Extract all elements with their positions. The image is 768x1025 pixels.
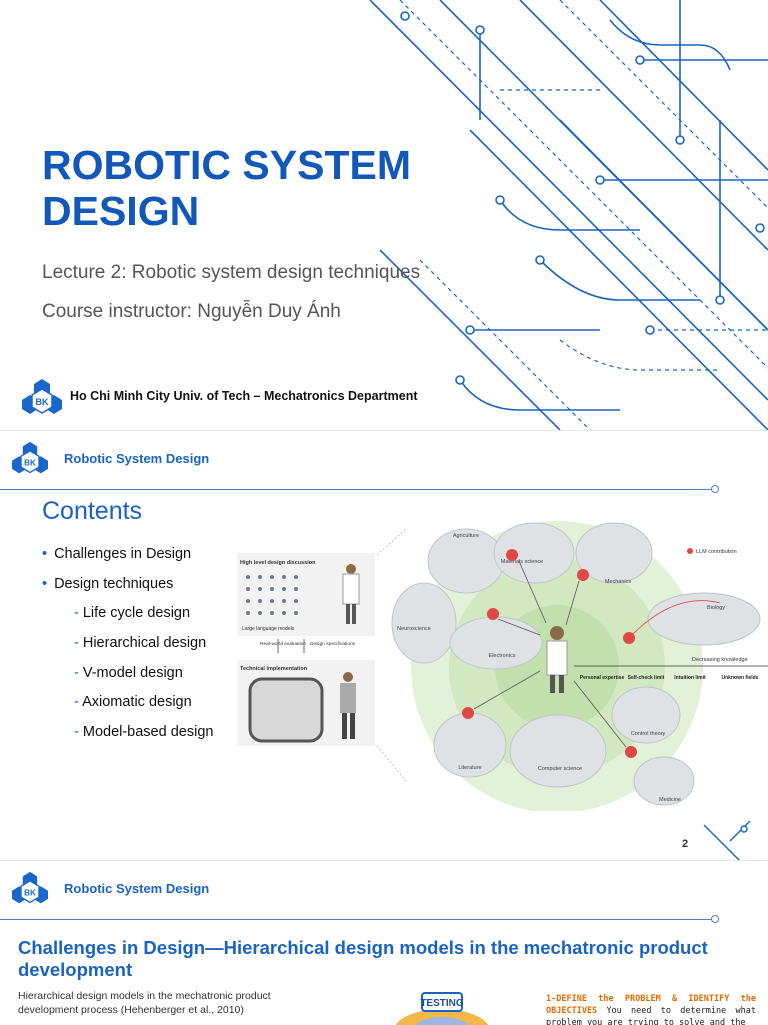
svg-text:Self-check limit: Self-check limit <box>628 675 665 681</box>
bk-logo: BK <box>10 871 50 907</box>
bubble-mechanics <box>575 522 653 584</box>
list-item: Model-based design <box>42 721 214 751</box>
svg-text:Computer science: Computer science <box>538 766 582 772</box>
svg-text:Materials science: Materials science <box>501 559 544 565</box>
testing-graphic: TESTING <box>395 992 489 1025</box>
robot-cell-box <box>248 677 324 743</box>
circuit-corner-decoration <box>703 821 751 861</box>
presentation-title: ROBOTIC SYSTEM DESIGN <box>42 142 412 234</box>
svg-text:Neuroscience: Neuroscience <box>397 626 431 632</box>
llm-contribution-dots <box>462 549 637 758</box>
scientist-figure <box>342 564 360 624</box>
bubble-materials <box>493 522 575 584</box>
bubble-computer-science <box>509 714 607 788</box>
page-number: 2 <box>682 838 689 850</box>
bubble-biology <box>647 592 761 646</box>
instructor-line: Course instructor: Nguyễn Duy Ánh <box>42 301 341 322</box>
svg-text:Technical implementation: Technical implementation <box>240 666 308 672</box>
svg-text:BK: BK <box>24 458 36 467</box>
header-rule-dot <box>711 915 719 923</box>
bk-logo: BK <box>20 378 64 418</box>
challenges-slide: BK Robotic System Design Challenges in D… <box>0 860 768 1025</box>
svg-text:BK: BK <box>24 888 36 897</box>
svg-text:Design specifications: Design specifications <box>310 641 356 647</box>
svg-text:Medicine: Medicine <box>659 797 681 803</box>
svg-text:Electronics: Electronics <box>489 653 516 659</box>
svg-text:Real-world evaluation: Real-world evaluation <box>260 641 306 647</box>
list-item: V-model design <box>42 662 213 692</box>
contents-title: Contents <box>42 497 143 525</box>
svg-text:Biology: Biology <box>707 605 725 611</box>
header-rule-dot <box>711 485 719 493</box>
svg-text:Personal expertise: Personal expertise <box>580 675 625 681</box>
svg-text:TESTING: TESTING <box>420 998 464 1009</box>
svg-text:High level design discussion: High level design discussion <box>240 560 316 566</box>
objectives-body: You need to determine what problem you a… <box>546 1006 756 1025</box>
department-name: Ho Chi Minh City Univ. of Tech – Mechatr… <box>70 389 418 403</box>
llm-node-grid <box>246 575 298 615</box>
bubble-medicine <box>633 756 695 806</box>
objectives-text: 1-DEFINE the PROBLEM & IDENTIFY the OBJE… <box>546 993 756 1025</box>
objectives-highlight: 1-DEFINE the PROBLEM & IDENTIFY the OBJE… <box>546 994 756 1016</box>
contents-slide: BK Robotic System Design Contents Challe… <box>0 430 768 861</box>
bk-logo: BK <box>10 441 50 477</box>
bubble-electronics <box>449 616 543 670</box>
list-item: Life cycle design <box>42 602 213 632</box>
svg-text:Literature: Literature <box>458 765 481 771</box>
header-rule <box>0 919 716 920</box>
slide-title: Challenges in Design—Hierarchical design… <box>18 937 708 980</box>
title-slide: ROBOTIC SYSTEM DESIGN Lecture 2: Robotic… <box>0 0 768 430</box>
svg-text:LLM contribution: LLM contribution <box>696 549 737 555</box>
svg-text:Decreasing knowledge: Decreasing knowledge <box>692 657 748 663</box>
svg-text:BK: BK <box>36 397 49 407</box>
svg-text:Intuition limit: Intuition limit <box>674 675 706 681</box>
svg-text:Control theory: Control theory <box>631 731 666 737</box>
circuit-background <box>369 0 768 430</box>
center-scientist <box>546 626 568 693</box>
llm-design-figure: High level design discussion Large langu… <box>237 521 768 811</box>
lecture-subtitle: Lecture 2: Robotic system design techniq… <box>42 262 421 283</box>
list-item: Axiomatic design <box>42 691 213 721</box>
header-rule <box>0 489 716 490</box>
worker-figure <box>340 672 356 739</box>
bubble-control-theory <box>611 686 681 744</box>
svg-text:Mechanics: Mechanics <box>605 579 632 585</box>
figure-caption: Hierarchical design models in the mechat… <box>18 990 271 1016</box>
contents-list: Challenges in Design Design techniques L… <box>42 543 213 751</box>
bubble-neuroscience <box>391 582 457 664</box>
list-item: Challenges in Design <box>42 543 213 573</box>
svg-text:Large language models: Large language models <box>242 626 295 632</box>
svg-text:Unknown fields: Unknown fields <box>722 675 759 681</box>
slide-header: Robotic System Design <box>64 881 210 896</box>
slide-header: Robotic System Design <box>64 451 210 466</box>
svg-text:Agriculture: Agriculture <box>453 533 479 539</box>
list-item: Hierarchical design <box>42 632 213 662</box>
list-item: Design techniques <box>42 573 213 603</box>
